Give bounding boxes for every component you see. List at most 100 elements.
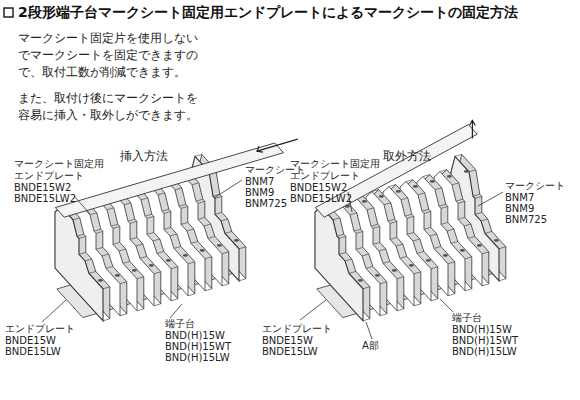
block-stroke xyxy=(396,244,403,246)
block-stroke xyxy=(468,236,475,238)
block-stroke xyxy=(424,211,431,213)
block-stroke xyxy=(473,194,480,196)
part-label: 端子台 xyxy=(452,312,482,324)
part-label: マークシート固定用 エンドプレート xyxy=(290,158,385,181)
part-label: BND(H)15LW xyxy=(165,352,230,364)
block-stroke xyxy=(447,229,454,231)
block-stroke xyxy=(397,277,404,279)
part-label: BNDE15W2 xyxy=(14,182,71,194)
screw-hole xyxy=(460,249,465,252)
screw-hole xyxy=(494,239,499,242)
block-stroke xyxy=(448,294,455,296)
block-stroke xyxy=(137,277,144,279)
block-stroke xyxy=(441,206,448,208)
terminal-block-drawing xyxy=(55,121,506,321)
block-stroke xyxy=(350,213,357,215)
block-stroke xyxy=(422,209,429,211)
block-stroke xyxy=(130,221,137,223)
body-text: マークシート固定片を使用しないでマークシートを固定できますので、取付工数が削減で… xyxy=(18,30,202,81)
block-stroke xyxy=(337,234,344,236)
block-stroke xyxy=(315,207,363,321)
block-stroke xyxy=(198,217,205,219)
block-stroke xyxy=(164,211,171,213)
block-stroke xyxy=(123,261,130,263)
block-stroke xyxy=(390,221,397,223)
title-bullet xyxy=(4,8,13,17)
block-stroke xyxy=(130,237,137,239)
block-stroke xyxy=(73,218,80,220)
part-label: BNM7 xyxy=(245,176,274,188)
block-stroke xyxy=(188,262,195,264)
screw-hole xyxy=(447,175,452,178)
block-stroke xyxy=(430,234,437,236)
block-stroke xyxy=(145,214,152,216)
block-stroke xyxy=(418,193,425,195)
block-stroke xyxy=(333,218,340,220)
block-stroke xyxy=(192,183,199,185)
block-stroke xyxy=(464,224,471,226)
block-stroke xyxy=(162,209,169,211)
block-stroke xyxy=(136,244,143,246)
block-stroke xyxy=(77,234,84,236)
block-stroke xyxy=(79,236,86,238)
block-stroke xyxy=(380,314,387,316)
block-stroke xyxy=(222,252,229,254)
block-stroke xyxy=(455,154,462,156)
block-stroke xyxy=(424,227,431,229)
part-label: エンドプレート xyxy=(262,323,332,335)
title: 2段形端子台マークシート固定用エンドプレートによるマークシートの固定方法 xyxy=(18,4,518,20)
screw-hole xyxy=(426,259,431,262)
screw-hole xyxy=(132,269,137,272)
block-stroke xyxy=(153,239,160,241)
screw-hole xyxy=(477,244,482,247)
part-label: BNM725 xyxy=(245,198,287,210)
screw-hole xyxy=(392,269,397,272)
screw-hole xyxy=(464,170,469,173)
block-stroke xyxy=(120,282,127,284)
block-stroke xyxy=(397,309,404,311)
block-stroke xyxy=(154,272,161,274)
screw-hole xyxy=(115,274,120,277)
screw-hole xyxy=(200,249,205,252)
block-stroke xyxy=(366,266,373,268)
block-stroke xyxy=(388,219,395,221)
block-stroke xyxy=(339,252,346,254)
block-stroke xyxy=(339,236,346,238)
block-stroke xyxy=(458,217,465,219)
part-label: A部 xyxy=(362,340,379,352)
block-stroke xyxy=(102,254,109,256)
block-stroke xyxy=(349,271,356,273)
block-stroke xyxy=(401,198,408,200)
screw-hole xyxy=(396,190,401,193)
block-stroke xyxy=(164,227,171,229)
screw-hole xyxy=(430,180,435,183)
block-stroke xyxy=(499,247,506,249)
block-stroke xyxy=(405,214,412,216)
block-stroke xyxy=(208,236,215,238)
block-stroke xyxy=(107,208,114,210)
block-stroke xyxy=(128,219,135,221)
block-stroke xyxy=(141,198,148,200)
screw-hole xyxy=(358,279,363,282)
block-stroke xyxy=(431,299,438,301)
block-stroke xyxy=(188,294,195,296)
block-stroke xyxy=(363,319,370,321)
arrow-line xyxy=(472,121,473,139)
screw-hole xyxy=(409,264,414,267)
block-stroke xyxy=(103,319,110,321)
part-label: BNDE15W xyxy=(5,335,56,347)
part-label: BNM9 xyxy=(245,187,274,199)
part-label: BNDE15LW xyxy=(5,346,61,358)
screw-hole xyxy=(379,195,384,198)
block-stroke xyxy=(171,299,178,301)
block-stroke xyxy=(417,251,424,253)
block-stroke xyxy=(451,241,458,243)
arrow-head xyxy=(469,121,475,126)
section-label: 挿入方法 xyxy=(120,148,168,165)
part-label: BND(H)15WT xyxy=(452,335,518,347)
block-stroke xyxy=(475,212,482,214)
block-stroke xyxy=(137,309,144,311)
part-label: BNDE15LW2 xyxy=(14,193,76,205)
block-stroke xyxy=(239,247,246,249)
block-stroke xyxy=(367,208,374,210)
